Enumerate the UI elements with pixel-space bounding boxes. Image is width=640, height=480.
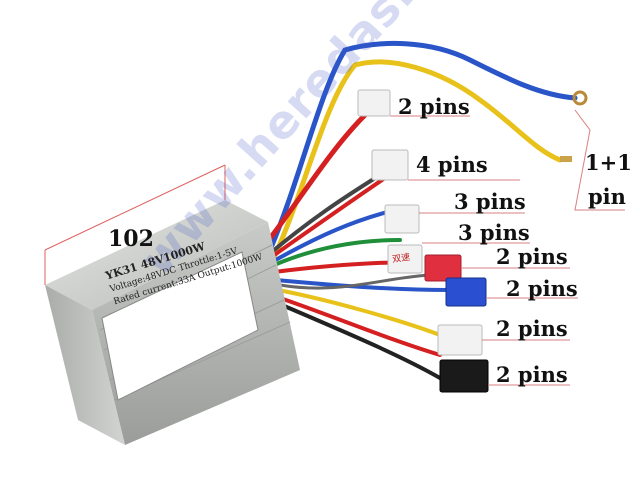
ring-wire-label-line2: pin bbox=[588, 184, 626, 209]
pin-label-2pin-top: 2 pins bbox=[398, 94, 470, 119]
dimension-label: 102 bbox=[108, 226, 154, 252]
connector-3pin-b bbox=[387, 244, 423, 274]
connector-2pin-blue bbox=[445, 277, 487, 307]
connector-4pin bbox=[371, 149, 409, 181]
yellow-wire bbox=[272, 59, 563, 258]
controller-housing bbox=[45, 200, 300, 445]
pin-label-2pin-black: 2 pins bbox=[496, 362, 568, 387]
pin-label-2pin-blue: 2 pins bbox=[506, 276, 578, 301]
dimension-line bbox=[44, 164, 226, 285]
connector-2pin-top bbox=[357, 89, 391, 117]
connector-2pin-white bbox=[437, 324, 483, 356]
pin-label-4pin: 4 pins bbox=[416, 152, 488, 177]
label-sticker-bg bbox=[101, 251, 259, 401]
pin-label-2pin-white: 2 pins bbox=[496, 316, 568, 341]
leader-lines bbox=[390, 109, 625, 386]
housing-side bbox=[45, 285, 125, 445]
pin-label-3pin-a: 3 pins bbox=[454, 189, 526, 214]
pin-label-3pin-b: 3 pins bbox=[458, 220, 530, 245]
connector-tag: 双速 bbox=[391, 252, 411, 266]
blue-wire bbox=[267, 40, 578, 253]
pin-label-2pin-red: 2 pins bbox=[496, 244, 568, 269]
ring-terminal bbox=[560, 90, 588, 162]
housing-top bbox=[45, 200, 268, 310]
wire-bundle bbox=[262, 40, 578, 380]
connector-2pin-black bbox=[439, 359, 489, 393]
red-wire bbox=[262, 112, 368, 248]
connector-2pin-red bbox=[424, 254, 462, 282]
connector-3pin-a bbox=[384, 204, 420, 234]
wire-to-4pin bbox=[266, 173, 382, 257]
ring-wire-label-line1: 1+1 bbox=[585, 150, 632, 175]
